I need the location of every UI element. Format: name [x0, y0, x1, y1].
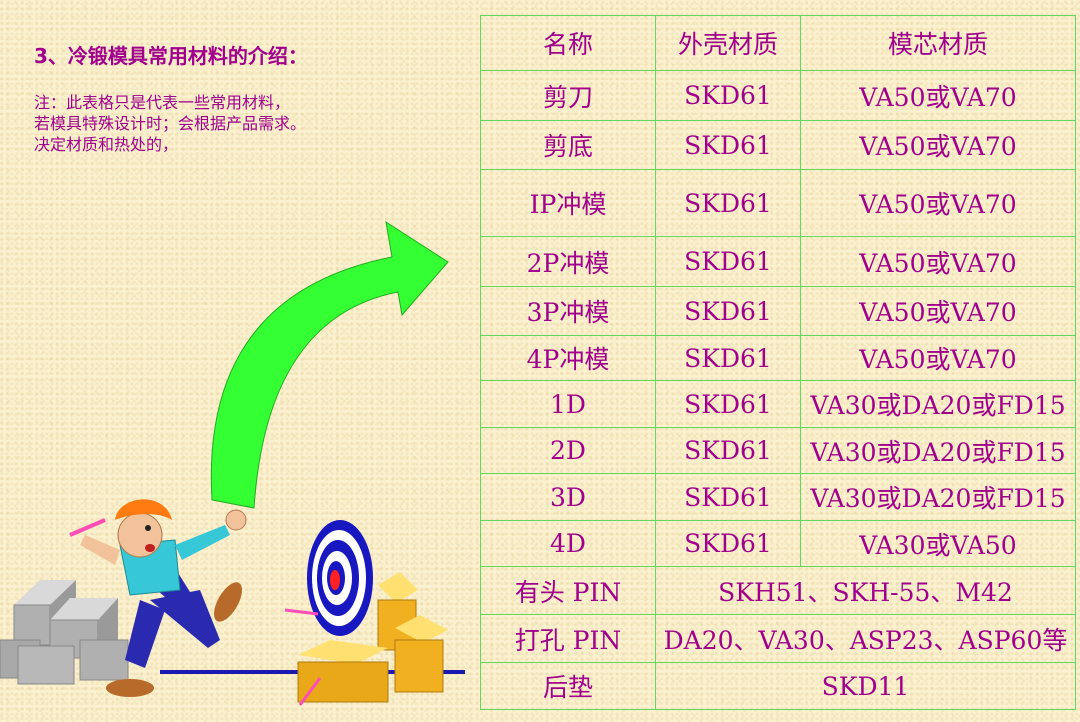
cell-shell: SKD61	[655, 380, 801, 428]
note-line: 注：此表格只是代表一些常用材料，	[34, 93, 291, 112]
header-shell-material: 外壳材质	[655, 15, 801, 71]
materials-table: 名称 外壳材质 模芯材质 剪刀 SKD61 VA50或VA70 剪底 SKD61…	[480, 15, 1076, 710]
header-core-material: 模芯材质	[800, 15, 1076, 71]
note-line: 若模具特殊设计时；会根据产品需求。	[34, 114, 307, 133]
cell-shell: SKD61	[655, 473, 801, 521]
note-text: 注：此表格只是代表一些常用材料， 若模具特殊设计时；会根据产品需求。 决定材质和…	[34, 92, 454, 155]
cell-core: VA30或DA20或FD15	[800, 473, 1076, 521]
cartoon-man-icon	[69, 499, 247, 697]
cell-name: 1D	[480, 380, 656, 428]
cell-name: 有头 PIN	[480, 566, 656, 615]
page-title: 3、冷锻模具常用材料的介绍：	[34, 44, 308, 68]
table-row: 剪底 SKD61 VA50或VA70	[480, 120, 1076, 170]
cell-material: SKD11	[655, 662, 1076, 710]
cell-core: VA50或VA70	[800, 236, 1076, 287]
boxes-icon	[297, 572, 448, 706]
cell-name: 后垫	[480, 662, 656, 710]
cell-shell: SKD61	[655, 286, 801, 336]
cell-shell: SKD61	[655, 169, 801, 237]
cell-shell: SKD61	[655, 427, 801, 474]
table-row: 4P冲模 SKD61 VA50或VA70	[480, 335, 1076, 381]
cell-name: 2P冲模	[480, 236, 656, 287]
cell-material: SKH51、SKH-55、M42	[655, 566, 1076, 615]
cell-core: VA30或VA50	[800, 520, 1076, 567]
cell-core: VA30或DA20或FD15	[800, 380, 1076, 428]
cell-name: 剪底	[480, 120, 656, 170]
cell-name: 剪刀	[480, 70, 656, 121]
note-line: 决定材质和热处的，	[34, 135, 179, 154]
table-row: 3P冲模 SKD61 VA50或VA70	[480, 286, 1076, 336]
illustration	[0, 220, 465, 706]
table-row: 剪刀 SKD61 VA50或VA70	[480, 70, 1076, 121]
table-row: 2P冲模 SKD61 VA50或VA70	[480, 236, 1076, 287]
dart-target-icon	[284, 520, 373, 636]
cell-core: VA50或VA70	[800, 169, 1076, 237]
stone-blocks-icon	[0, 580, 129, 685]
table-row: 1D SKD61 VA30或DA20或FD15	[480, 380, 1076, 428]
cell-name: IP冲模	[480, 169, 656, 237]
cell-shell: SKD61	[655, 335, 801, 381]
cell-shell: SKD61	[655, 120, 801, 170]
cell-core: VA50或VA70	[800, 286, 1076, 336]
table-row: IP冲模 SKD61 VA50或VA70	[480, 169, 1076, 237]
table-header-row: 名称 外壳材质 模芯材质	[480, 15, 1076, 71]
cell-name: 4P冲模	[480, 335, 656, 381]
table-row: 后垫 SKD11	[480, 662, 1076, 710]
cell-shell: SKD61	[655, 70, 801, 121]
cell-material: DA20、VA30、ASP23、ASP60等	[655, 614, 1076, 663]
header-name: 名称	[480, 15, 656, 71]
cell-name: 3D	[480, 473, 656, 521]
cell-core: VA50或VA70	[800, 120, 1076, 170]
cell-core: VA50或VA70	[800, 335, 1076, 381]
table-row: 2D SKD61 VA30或DA20或FD15	[480, 427, 1076, 474]
table-row: 有头 PIN SKH51、SKH-55、M42	[480, 566, 1076, 615]
cell-name: 4D	[480, 520, 656, 567]
cell-shell: SKD61	[655, 520, 801, 567]
curved-arrow-icon	[210, 220, 449, 509]
cell-core: VA50或VA70	[800, 70, 1076, 121]
cell-name: 打孔 PIN	[480, 614, 656, 663]
cell-core: VA30或DA20或FD15	[800, 427, 1076, 474]
cell-name: 3P冲模	[480, 286, 656, 336]
table-row: 4D SKD61 VA30或VA50	[480, 520, 1076, 567]
table-row: 3D SKD61 VA30或DA20或FD15	[480, 473, 1076, 521]
cell-name: 2D	[480, 427, 656, 474]
table-row: 打孔 PIN DA20、VA30、ASP23、ASP60等	[480, 614, 1076, 663]
cell-shell: SKD61	[655, 236, 801, 287]
